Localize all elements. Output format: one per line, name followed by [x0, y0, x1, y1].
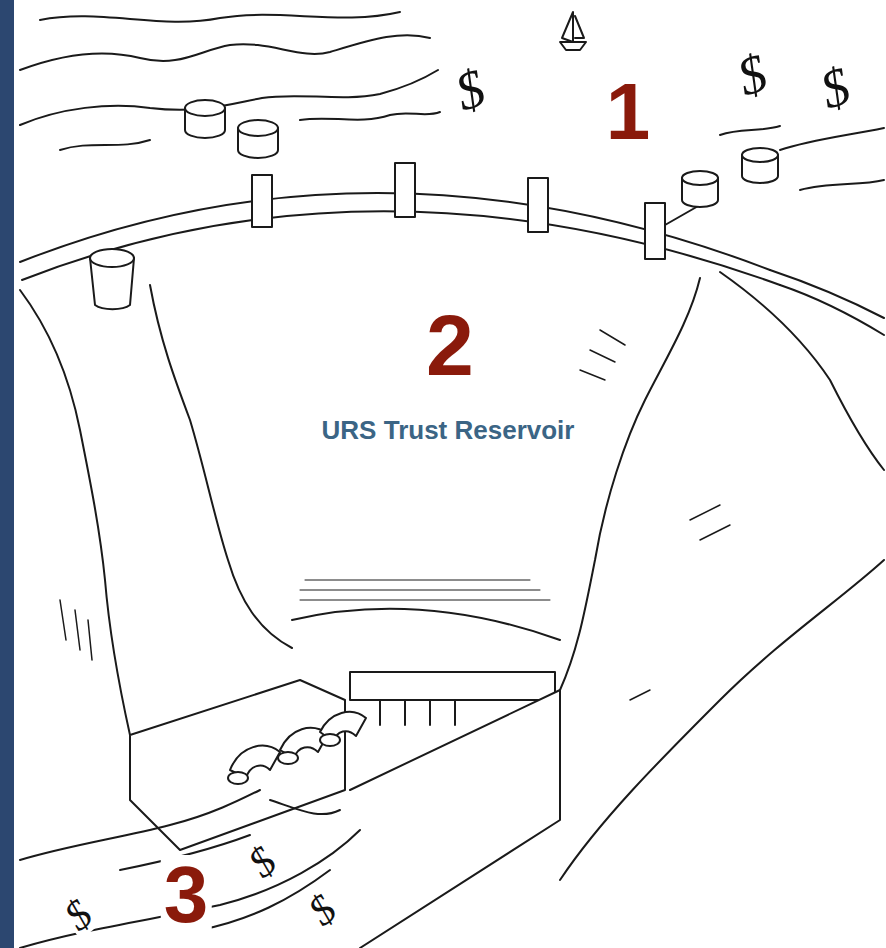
intake-towers: [90, 100, 778, 309]
downstream-river: [20, 790, 360, 948]
currency-symbol: $: [238, 837, 286, 887]
currency-symbol: $: [811, 57, 859, 119]
area-label: URS Trust Reservoir: [319, 417, 578, 443]
currency-symbol: $: [298, 885, 346, 935]
power-house: [130, 672, 560, 948]
currency-symbol: $: [54, 890, 102, 940]
currency-symbol: $: [728, 44, 776, 106]
side-bar: [0, 0, 14, 948]
callout-number: 2: [423, 302, 477, 388]
outlet-pipes: [228, 712, 366, 784]
upstream-river: [20, 12, 884, 190]
callout-number: 3: [161, 855, 212, 935]
currency-symbol: $: [446, 59, 494, 121]
sailboat: [560, 12, 586, 50]
callout-number: 1: [603, 72, 654, 152]
